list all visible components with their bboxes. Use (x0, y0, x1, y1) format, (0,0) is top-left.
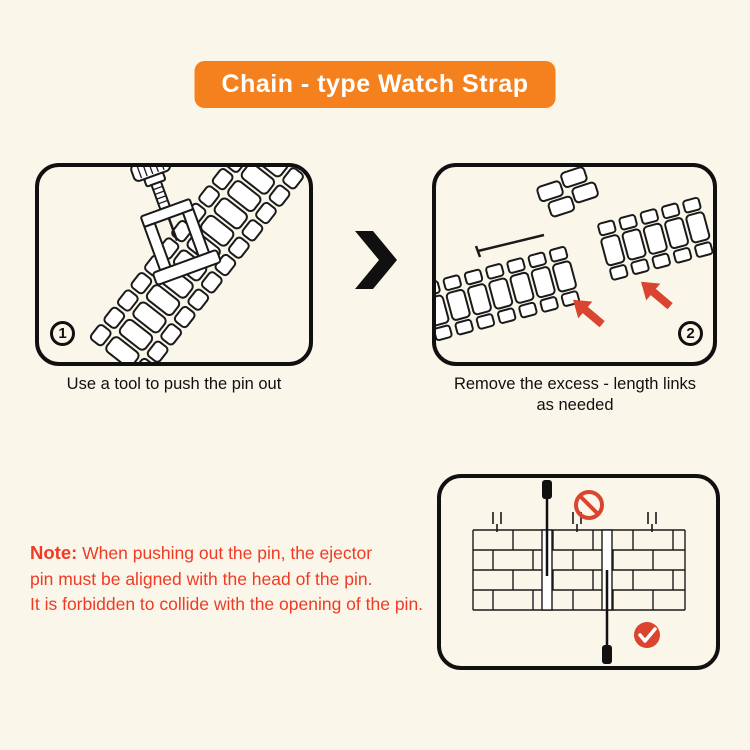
pin-removal-tool-illustration (88, 167, 309, 362)
red-arrow-icon (641, 281, 673, 310)
top-ejector-pin (542, 480, 552, 576)
note-line2: pin must be aligned with the head of the… (30, 568, 373, 589)
step2-number-badge: 2 (678, 321, 703, 346)
pin-alignment-illustration (472, 480, 686, 664)
strap-links-illustration (436, 167, 713, 342)
step2-caption-line1: Remove the excess - length links (453, 375, 697, 393)
link-remover-tool (130, 167, 222, 286)
chevron-right-icon (355, 231, 397, 289)
check-icon (634, 622, 660, 648)
prohibition-icon (574, 490, 604, 520)
ejector-fork-pins (492, 512, 657, 532)
step1-panel: 1 (35, 163, 313, 366)
red-arrow-icon (573, 299, 605, 328)
note-line1-text: When pushing out the pin, the ejector (77, 543, 373, 563)
step2-panel: 2 (432, 163, 717, 366)
note-text: Note: When pushing out the pin, the ejec… (30, 540, 470, 618)
step2-caption: Remove the excess - length links as need… (440, 374, 710, 417)
step1-caption: Use a tool to push the pin out (66, 375, 282, 393)
band-cross-section (472, 529, 686, 611)
step2-caption-line2: as needed (536, 396, 614, 415)
page-title: Chain - type Watch Strap (194, 61, 556, 108)
detached-link (536, 167, 599, 218)
band-segment-left (436, 245, 582, 342)
band-segment-right (595, 196, 713, 282)
note-line1: Note: When pushing out the pin, the ejec… (30, 540, 470, 567)
step1-number-badge: 1 (50, 321, 75, 346)
link-pin (474, 233, 545, 258)
note-line3: It is forbidden to collide with the open… (30, 594, 424, 615)
pin-alignment-detail-panel (437, 474, 720, 670)
bottom-ejector-pin (602, 570, 612, 664)
note-label: Note: (30, 542, 78, 563)
